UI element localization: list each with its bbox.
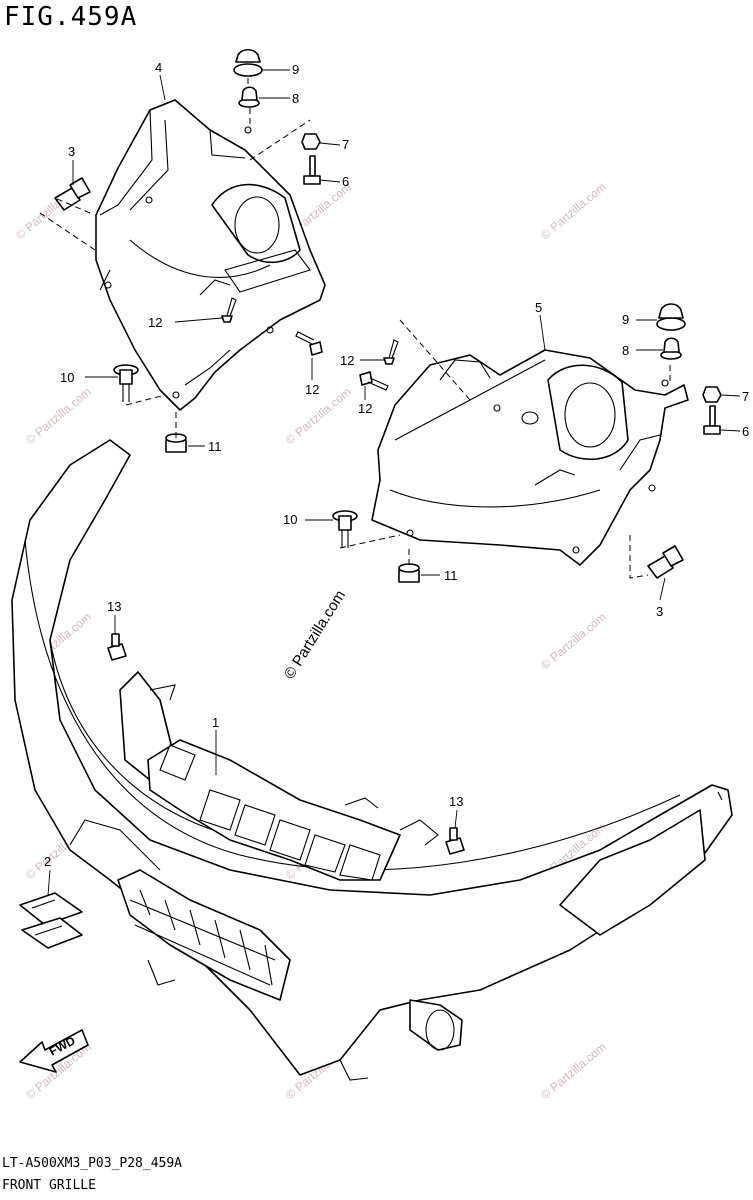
callout-12-left-b: 12 xyxy=(305,382,319,397)
watermark: © Partzilla.com xyxy=(538,1040,609,1103)
callout-10-right: 10 xyxy=(283,512,297,527)
callout-labels: 4 9 8 7 6 3 12 12 10 11 5 9 8 7 6 12 12 … xyxy=(44,60,749,869)
callout-2: 2 xyxy=(44,854,51,869)
part-9-grommet-left xyxy=(233,48,263,77)
watermark-center: © Partzilla.com xyxy=(281,587,349,682)
part-13-bolt-right xyxy=(445,827,465,855)
callout-6-left: 6 xyxy=(342,174,349,189)
part-9-grommet-right xyxy=(656,303,686,331)
callout-4: 4 xyxy=(155,60,162,75)
part-6-bolt-left xyxy=(303,155,321,185)
callout-12-right-b: 12 xyxy=(358,401,372,416)
part-11-clip-nut-right xyxy=(398,563,420,583)
callout-13-left: 13 xyxy=(107,599,121,614)
callout-3-left: 3 xyxy=(68,144,75,159)
part-8-collar-right xyxy=(660,337,682,360)
callout-10-left: 10 xyxy=(60,370,74,385)
leader-lines xyxy=(47,69,741,896)
part-3-rivet-right xyxy=(647,545,684,579)
callout-11-left: 11 xyxy=(208,439,222,454)
alignment-lines xyxy=(39,78,671,579)
callout-9-left: 9 xyxy=(292,62,299,77)
callout-3-right: 3 xyxy=(656,604,663,619)
callout-12-right-a: 12 xyxy=(340,353,354,368)
watermark: © Partzilla.com xyxy=(538,180,609,243)
part-13-bolt-left xyxy=(107,633,127,661)
part-12-screw-right-b xyxy=(359,371,389,391)
callout-13-right: 13 xyxy=(449,794,463,809)
part-12-screw-left-b xyxy=(295,331,323,356)
part-3-rivet-left xyxy=(54,177,91,211)
part-7-nut-left xyxy=(301,133,321,150)
callout-8-right: 8 xyxy=(622,343,629,358)
part-12-screw-left-a xyxy=(221,297,237,323)
part-8-collar-left xyxy=(238,86,260,108)
callout-1: 1 xyxy=(212,715,219,730)
callout-7-left: 7 xyxy=(342,137,349,152)
callout-12-left-a: 12 xyxy=(148,315,162,330)
watermark: © Partzilla.com xyxy=(23,385,94,448)
callout-5: 5 xyxy=(535,300,542,315)
watermark: © Partzilla.com xyxy=(538,610,609,673)
callout-6-right: 6 xyxy=(742,424,749,439)
part-11-clip-nut-left xyxy=(165,433,187,453)
part-12-screw-right-a xyxy=(383,339,399,365)
figure-name: FRONT GRILLE xyxy=(2,1178,96,1193)
callout-8-left: 8 xyxy=(292,91,299,106)
part-2-emblem xyxy=(19,892,83,949)
callout-7-right: 7 xyxy=(742,389,749,404)
figure-code: LT-A500XM3_P03_P28_459A xyxy=(2,1156,183,1171)
callout-11-right: 11 xyxy=(444,568,458,583)
part-10-bolt-right xyxy=(332,510,358,548)
part-7-nut-right xyxy=(702,386,722,403)
figure-title: FIG.459A xyxy=(4,2,138,32)
part-4-left-bracket xyxy=(95,99,326,411)
part-5-right-bracket xyxy=(371,349,689,566)
callout-9-right: 9 xyxy=(622,312,629,327)
part-10-bolt-left xyxy=(113,364,139,402)
part-6-bolt-right xyxy=(703,405,721,435)
part-1-front-grille xyxy=(11,439,733,1081)
